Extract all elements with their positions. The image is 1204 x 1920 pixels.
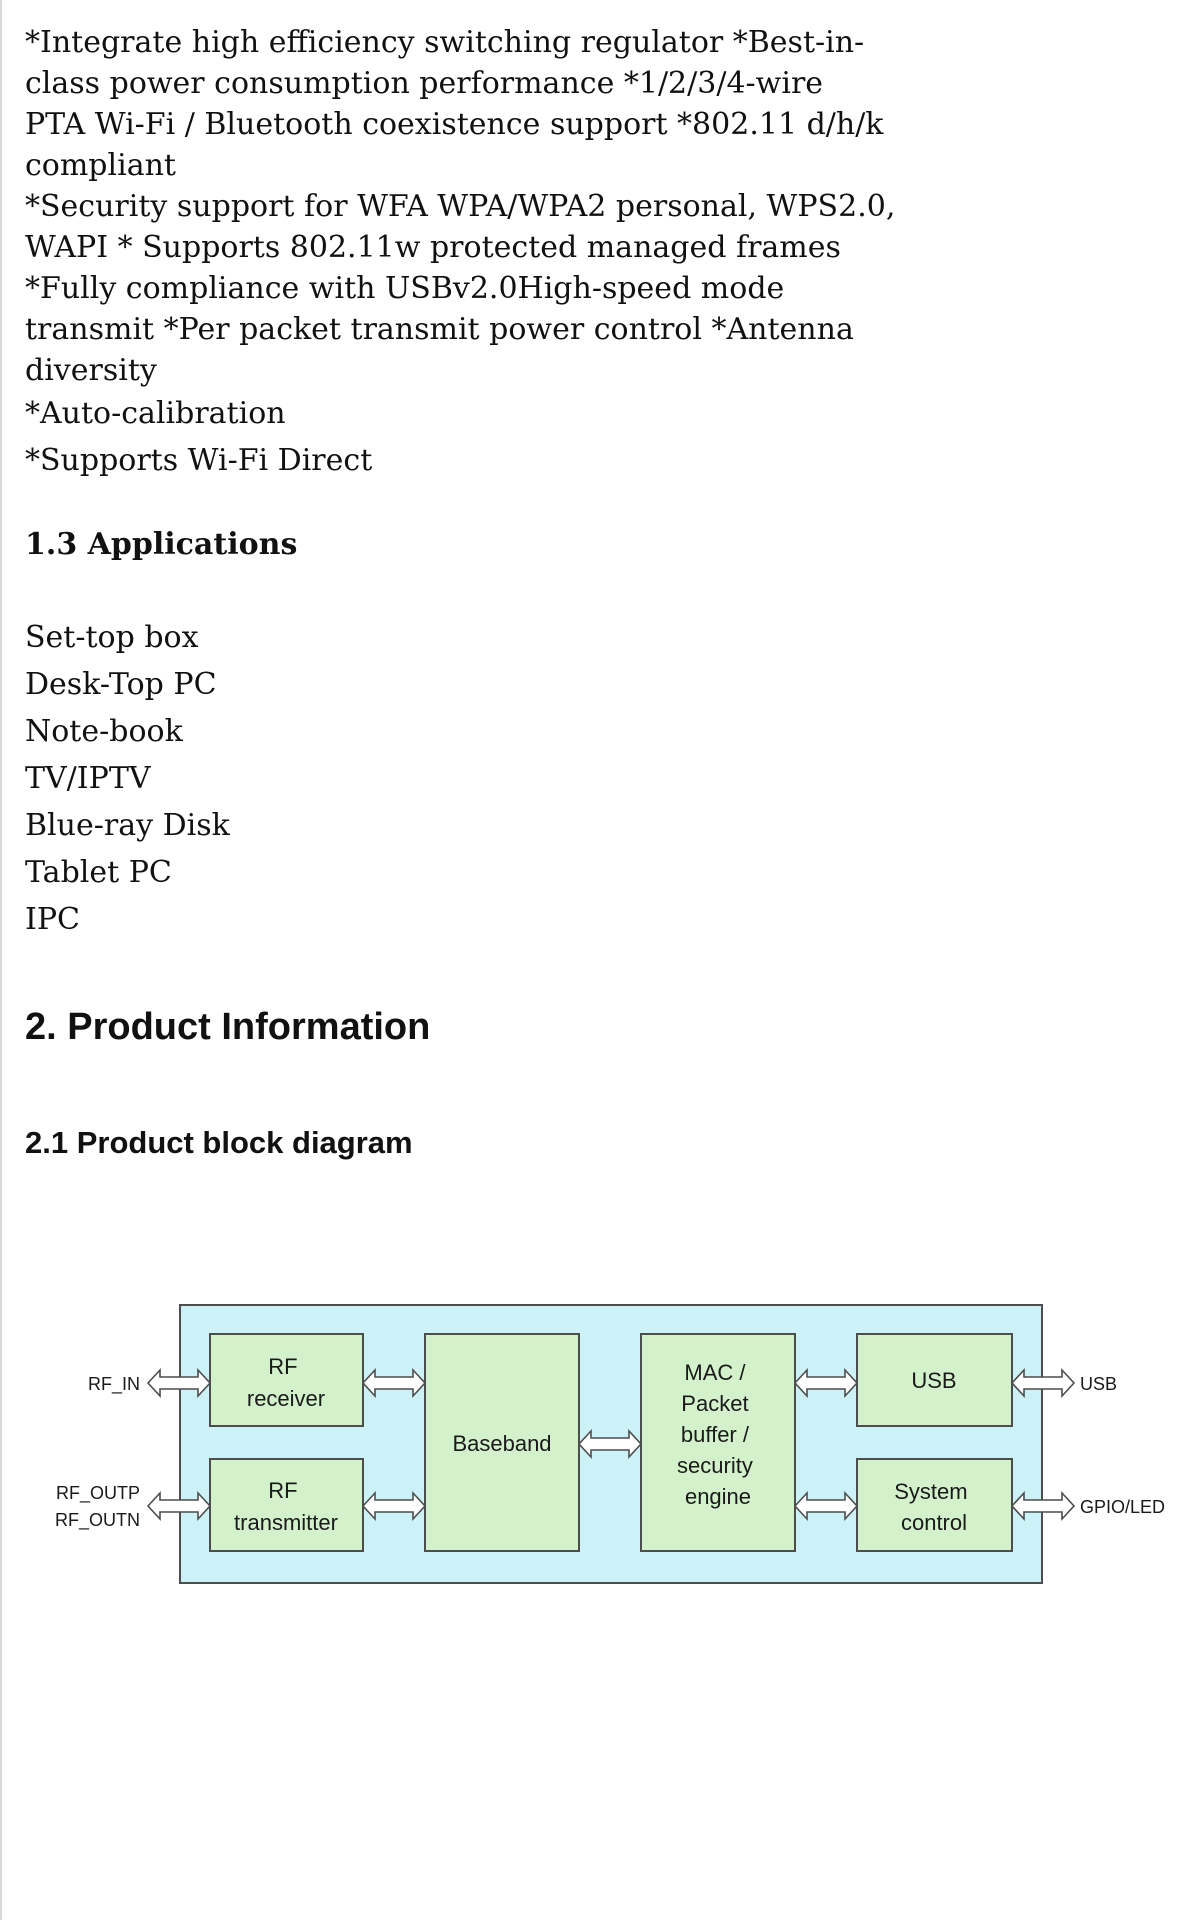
- rf-in-label: RF_IN: [88, 1374, 140, 1395]
- applications-heading: 1.3 Applications: [25, 527, 298, 562]
- transmitter-baseband-arrow: [361, 1490, 427, 1522]
- feature-line: *Auto-calibration: [25, 396, 286, 431]
- mac-system-arrow: [793, 1490, 859, 1522]
- page-left-edge: [0, 0, 2, 1920]
- product-information-heading: 2. Product Information: [25, 1006, 431, 1048]
- feature-line: WAPI * Supports 802.11w protected manage…: [25, 230, 841, 265]
- feature-line: class power consumption performance *1/2…: [25, 66, 824, 101]
- feature-line: *Fully compliance with USBv2.0High-speed…: [25, 271, 785, 306]
- application-item: Blue-ray Disk: [25, 808, 230, 843]
- rf-receiver-block: [209, 1333, 364, 1427]
- application-item: Tablet PC: [25, 855, 172, 890]
- gpio-led-label: GPIO/LED: [1080, 1497, 1165, 1517]
- mac-block: [640, 1333, 796, 1552]
- rf-in-arrow: [146, 1367, 212, 1399]
- feature-line: *Supports Wi-Fi Direct: [25, 443, 373, 478]
- mac-usb-arrow: [793, 1367, 859, 1399]
- rf-transmitter-block: [209, 1458, 364, 1552]
- mac-label: MAC / Packet buffer / security engine: [677, 1360, 759, 1509]
- application-item: IPC: [25, 902, 80, 937]
- usb-external-label: USB: [1080, 1374, 1117, 1394]
- gpio-out-arrow: [1010, 1490, 1076, 1522]
- application-item: Set-top box: [25, 620, 199, 655]
- rf-outn-label: RF_OUTN: [55, 1510, 140, 1531]
- baseband-mac-arrow: [577, 1428, 643, 1460]
- application-item: Note-book: [25, 714, 183, 749]
- block-diagram-heading: 2.1 Product block diagram: [25, 1125, 413, 1160]
- usb-block: [856, 1333, 1013, 1427]
- baseband-label: Baseband: [452, 1431, 551, 1456]
- feature-line: diversity: [25, 353, 157, 388]
- baseband-block: [424, 1333, 580, 1552]
- rf-transmitter-label: RF transmitter: [234, 1478, 338, 1535]
- feature-line: compliant: [25, 148, 176, 183]
- system-control-block: [856, 1458, 1013, 1552]
- receiver-baseband-arrow: [361, 1367, 427, 1399]
- applications-list: Set-top box Desk-Top PC Note-book TV/IPT…: [25, 614, 230, 943]
- usb-block-label: USB: [911, 1368, 956, 1393]
- application-item: Desk-Top PC: [25, 667, 217, 702]
- feature-line: PTA Wi-Fi / Bluetooth coexistence suppor…: [25, 107, 884, 142]
- features-list: *Integrate high efficiency switching reg…: [25, 22, 1175, 481]
- feature-line: transmit *Per packet transmit power cont…: [25, 312, 854, 347]
- product-block-diagram: RF_IN RF_OUTP RF_OUTN USB GPIO/LED RF re…: [55, 1304, 1165, 1584]
- feature-line: *Security support for WFA WPA/WPA2 perso…: [25, 189, 896, 224]
- feature-line: *Integrate high efficiency switching reg…: [25, 25, 865, 60]
- system-control-label: System control: [894, 1479, 973, 1535]
- application-item: TV/IPTV: [25, 761, 151, 796]
- usb-out-arrow: [1010, 1367, 1076, 1399]
- rf-outp-label: RF_OUTP: [56, 1483, 140, 1504]
- rf-out-arrow: [146, 1490, 212, 1522]
- rf-receiver-label: RF receiver: [247, 1354, 325, 1411]
